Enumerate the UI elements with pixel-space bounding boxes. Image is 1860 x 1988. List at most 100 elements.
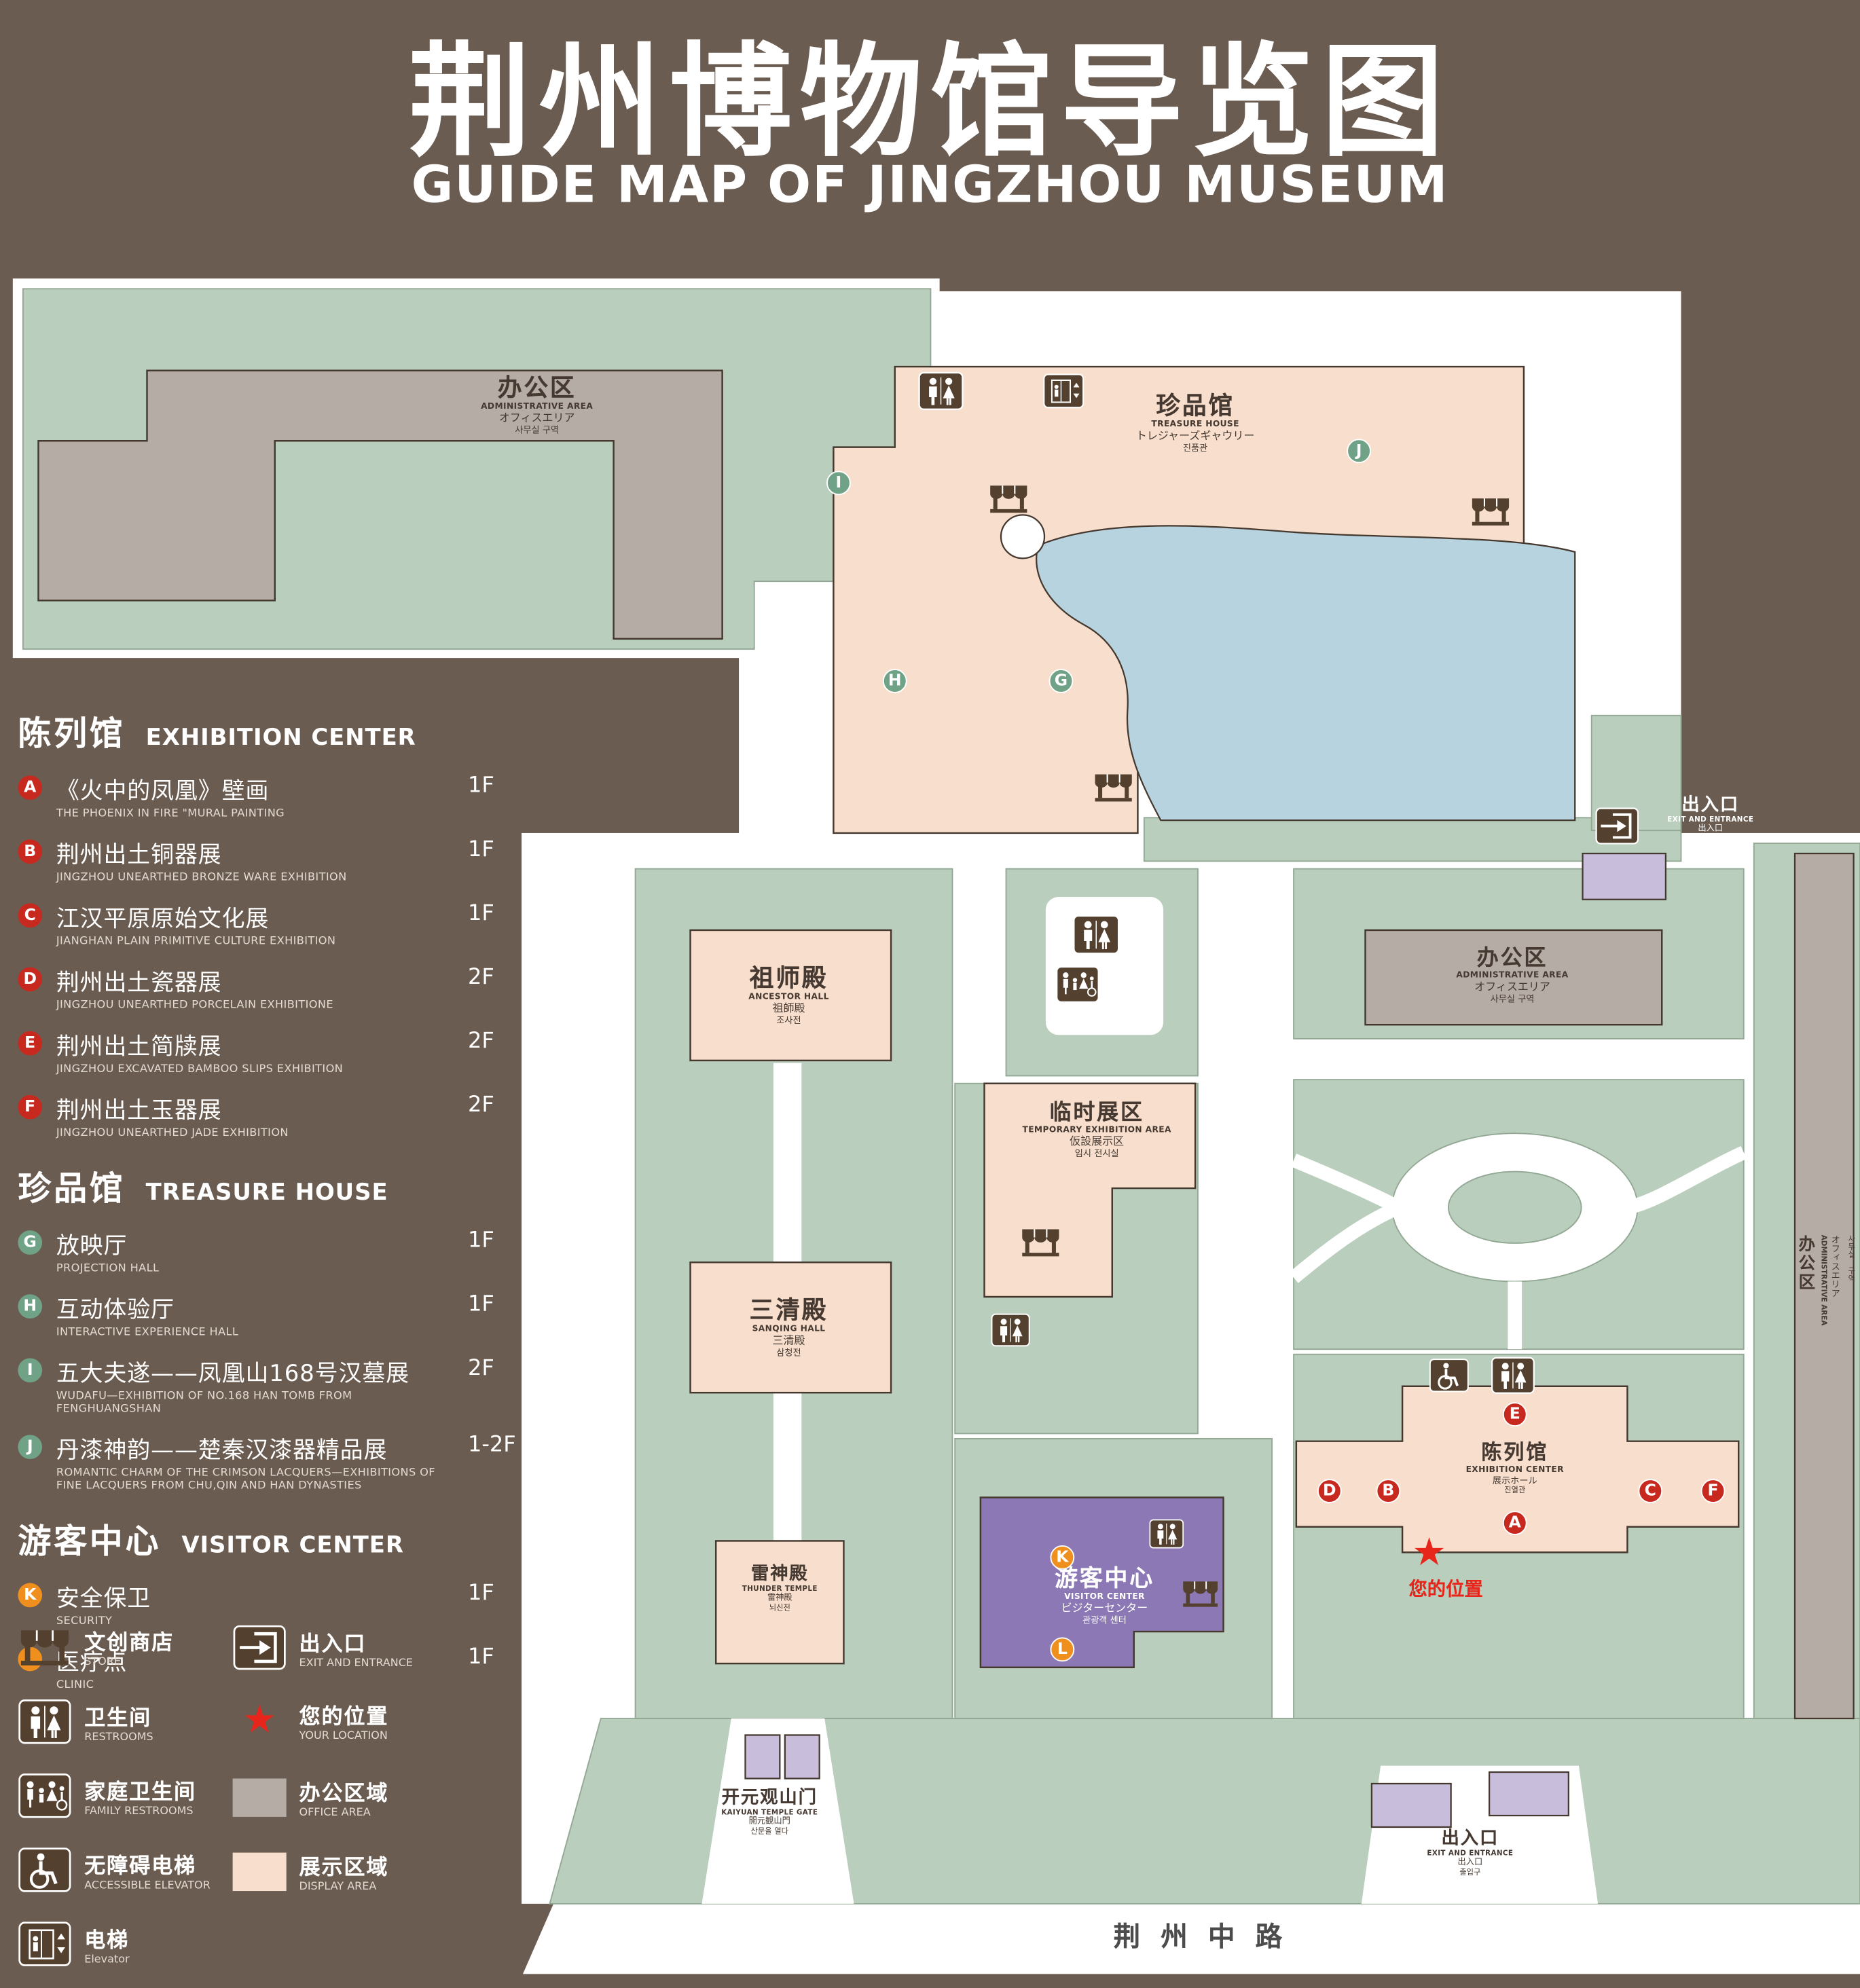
store-icon [1020, 1227, 1061, 1259]
family-restroom-icon [18, 1773, 71, 1818]
gate-left-pylon [744, 1734, 781, 1780]
gate-right-pylon [784, 1734, 820, 1780]
store-icon [1093, 772, 1134, 804]
section-title-zh: 珍品馆 [18, 1170, 126, 1209]
label-visitor-center: 游客中心 VISITOR CENTER ビジターセンター 관광객 센터 [1055, 1565, 1154, 1626]
label-exit-south: 出入口 EXIT AND ENTRANCE 出入口 출입구 [1427, 1828, 1514, 1877]
legend-section-visitor-center: 游客中心 VISITOR CENTER [18, 1515, 519, 1563]
map-marker-l: L [1050, 1637, 1075, 1662]
marker-badge-i: I [18, 1358, 43, 1383]
legend-section-treasure-house: 珍品馆 TREASURE HOUSE [18, 1162, 519, 1210]
building-exit-northeast [1582, 852, 1667, 900]
map-marker-i: I [826, 471, 851, 496]
floor-label: 1-2F [467, 1432, 516, 1458]
elevator-icon [18, 1921, 71, 1966]
label-ancestor-hall: 祖师殿 ANCESTOR HALL 祖師殿 조사전 [748, 964, 829, 1026]
restroom-icon [1491, 1357, 1535, 1394]
map-marker-k: K [1050, 1545, 1075, 1570]
floor-label: 1F [467, 836, 494, 863]
marker-badge-b: B [18, 839, 43, 864]
label-thunder-temple: 雷神殿 THUNDER TEMPLE 雷神殿 뇌신전 [742, 1564, 818, 1613]
building-admin-northwest [37, 369, 723, 640]
floor-label: 1F [467, 900, 494, 927]
family-restroom-icon [1056, 966, 1099, 1004]
map-marker-d: D [1317, 1479, 1342, 1503]
building-sanqing-hall [689, 1261, 892, 1394]
poster-title-zh: 荆州博物馆导览图 [408, 31, 1452, 174]
marker-badge-d: D [18, 967, 43, 992]
floor-label: 2F [467, 964, 494, 991]
section-title-zh: 陈列馆 [18, 715, 126, 754]
office-area-swatch [232, 1778, 287, 1817]
label-exhibition-center: 陈列馆 EXHIBITION CENTER 展示ホール 진열관 [1465, 1439, 1564, 1495]
marker-badge-h: H [18, 1294, 43, 1319]
map-marker-c: C [1638, 1479, 1663, 1503]
map-marker-e: E [1502, 1402, 1527, 1427]
store-icon [1181, 1579, 1219, 1608]
label-temporary-exhibition: 临时展区 TEMPORARY EXHIBITION AREA 仮設展示区 임시 … [1022, 1100, 1171, 1159]
marker-badge-j: J [18, 1435, 43, 1460]
building-admin-east-strip [1793, 852, 1855, 1720]
display-area-swatch [232, 1852, 287, 1892]
marker-badge-e: E [18, 1031, 43, 1056]
label-exit-northeast: 出入口 EXIT AND ENTRANCE 出入口 출입구 [1667, 794, 1754, 843]
restroom-icon [1149, 1519, 1184, 1548]
building-exit-south-right [1488, 1771, 1569, 1817]
exit-icon [1595, 807, 1639, 845]
floor-label: 1F [467, 1580, 494, 1606]
accessible-elevator-icon [18, 1847, 71, 1892]
map-marker-a: A [1502, 1511, 1527, 1535]
buildings [37, 365, 1855, 1828]
restroom-icon [918, 372, 964, 410]
label-treasure-house: 珍品馆 TREASURE HOUSE トレジャーズギャウリー 진품관 [1135, 392, 1255, 454]
building-temporary-exhibition [983, 1082, 1197, 1298]
elevator-icon [1043, 373, 1084, 409]
legend-section-exhibition-center: 陈列馆 EXHIBITION CENTER [18, 708, 519, 756]
store-icon [1470, 496, 1511, 528]
building-exhibition-center [1295, 1385, 1740, 1553]
building-admin-east [1364, 929, 1663, 1026]
section-title-en: VISITOR CENTER [181, 1532, 404, 1559]
building-ancestor-hall [689, 929, 892, 1062]
exit-icon [233, 1625, 287, 1670]
map-marker-b: B [1376, 1479, 1401, 1503]
map-marker-h: H [882, 669, 907, 693]
section-title-en: EXHIBITION CENTER [145, 724, 416, 752]
floor-label: 1F [467, 1291, 494, 1318]
floor-label: 1F [467, 773, 494, 799]
building-exit-south-left [1370, 1782, 1452, 1828]
building-thunder-temple [714, 1540, 845, 1665]
label-admin-far-east: 办公区 ADMINISTRATIVE AREA オフィスエリア 사무실 구역 [1795, 1234, 1855, 1326]
restroom-icon [991, 1313, 1030, 1346]
store-icon [988, 483, 1029, 515]
marker-badge-g: G [18, 1230, 43, 1255]
floor-label: 2F [467, 1355, 494, 1382]
marker-badge-k: K [18, 1583, 43, 1608]
map-marker-f: F [1700, 1479, 1726, 1503]
label-sanqing-hall: 三清殿 SANQING HALL 三清殿 삼청전 [749, 1296, 828, 1359]
label-road: 荆州中路 [1113, 1921, 1303, 1953]
section-title-en: TREASURE HOUSE [145, 1179, 388, 1207]
